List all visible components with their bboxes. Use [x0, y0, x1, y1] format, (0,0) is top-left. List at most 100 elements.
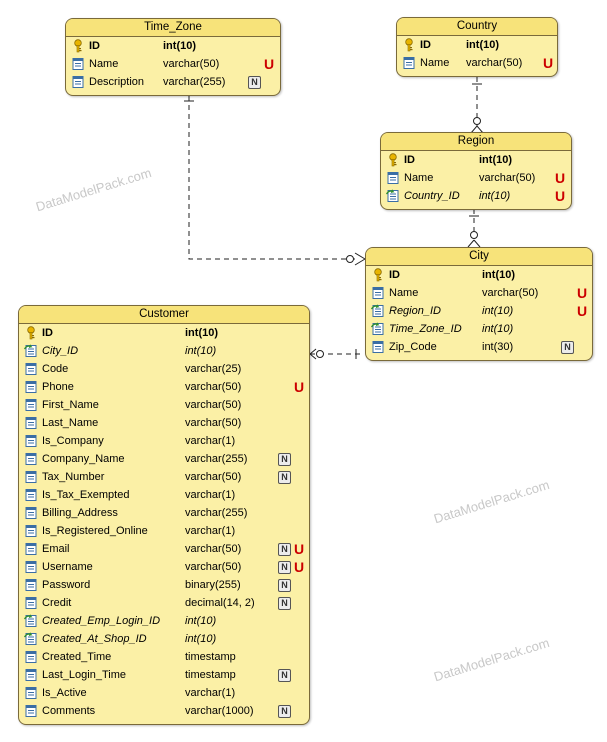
- column-icon: [25, 435, 37, 447]
- column-name: Created_At_Shop_ID: [42, 633, 147, 645]
- column-type: varchar(50): [482, 287, 539, 299]
- column-icon: [25, 399, 37, 411]
- column-name: Created_Time: [42, 651, 112, 663]
- nullable-badge: N: [278, 471, 291, 484]
- nullable-badge: N: [278, 453, 291, 466]
- column-type: varchar(50): [466, 57, 523, 69]
- column-name: Credit: [42, 597, 72, 609]
- nullable-badge: N: [278, 543, 291, 556]
- column-type: int(10): [482, 305, 514, 317]
- column-name: Time_Zone_ID: [389, 323, 462, 335]
- primary-key-icon: [374, 268, 382, 282]
- column-name: Is_Active: [42, 687, 87, 699]
- column-icon: [25, 363, 37, 375]
- column-row[interactable]: Created_At_Shop_ID int(10): [19, 630, 309, 648]
- foreign-key-column-icon: [24, 632, 37, 645]
- column-row[interactable]: First_Name varchar(50): [19, 396, 309, 414]
- column-name: Username: [42, 561, 93, 573]
- unique-badge: U: [294, 379, 305, 395]
- column-type: varchar(1): [185, 687, 236, 699]
- column-name: Name: [404, 172, 434, 184]
- entity-title: Customer: [19, 306, 309, 324]
- column-type: int(10): [185, 633, 217, 645]
- column-name: ID: [42, 327, 53, 339]
- column-row[interactable]: Name varchar(50) U: [66, 55, 280, 73]
- column-type: varchar(50): [163, 58, 220, 70]
- column-type: varchar(255): [185, 453, 248, 465]
- column-type: varchar(1): [185, 525, 236, 537]
- foreign-key-column-icon: [371, 304, 384, 317]
- column-name: Last_Name: [42, 417, 99, 429]
- column-row[interactable]: Is_Active varchar(1): [19, 684, 309, 702]
- unique-badge: U: [294, 559, 305, 575]
- column-row[interactable]: Phone varchar(50) U: [19, 378, 309, 396]
- nullable-badge: N: [278, 669, 291, 682]
- column-type: varchar(25): [185, 363, 242, 375]
- column-name: Name: [420, 57, 450, 69]
- column-type: int(10): [466, 39, 499, 51]
- column-type: int(10): [482, 269, 515, 281]
- column-name: First_Name: [42, 399, 99, 411]
- column-type: varchar(50): [185, 561, 242, 573]
- column-row[interactable]: Region_ID int(10) U: [366, 302, 592, 320]
- unique-badge: U: [264, 56, 275, 72]
- column-name: Created_Emp_Login_ID: [42, 615, 161, 627]
- unique-badge: U: [577, 303, 588, 319]
- column-type: varchar(50): [185, 381, 242, 393]
- column-icon: [25, 651, 37, 663]
- column-row[interactable]: Created_Emp_Login_ID int(10): [19, 612, 309, 630]
- column-type: int(10): [185, 615, 217, 627]
- column-name: Billing_Address: [42, 507, 118, 519]
- column-name: ID: [420, 39, 431, 51]
- column-name: Phone: [42, 381, 74, 393]
- column-type: binary(255): [185, 579, 241, 591]
- column-name: Comments: [42, 705, 96, 717]
- column-name: Name: [89, 58, 119, 70]
- column-type: varchar(50): [185, 399, 242, 411]
- unique-badge: U: [294, 541, 305, 557]
- entity-title: Time_Zone: [66, 19, 280, 37]
- nullable-badge: N: [278, 561, 291, 574]
- foreign-key-column-icon: [371, 322, 384, 335]
- column-row[interactable]: ID int(10): [397, 36, 557, 54]
- column-name: Region_ID: [389, 305, 441, 317]
- column-name: Country_ID: [404, 190, 460, 202]
- column-icon: [72, 76, 84, 88]
- column-icon: [25, 579, 37, 591]
- column-type: decimal(14, 2): [185, 597, 255, 609]
- column-icon: [25, 687, 37, 699]
- column-type: int(10): [479, 154, 512, 166]
